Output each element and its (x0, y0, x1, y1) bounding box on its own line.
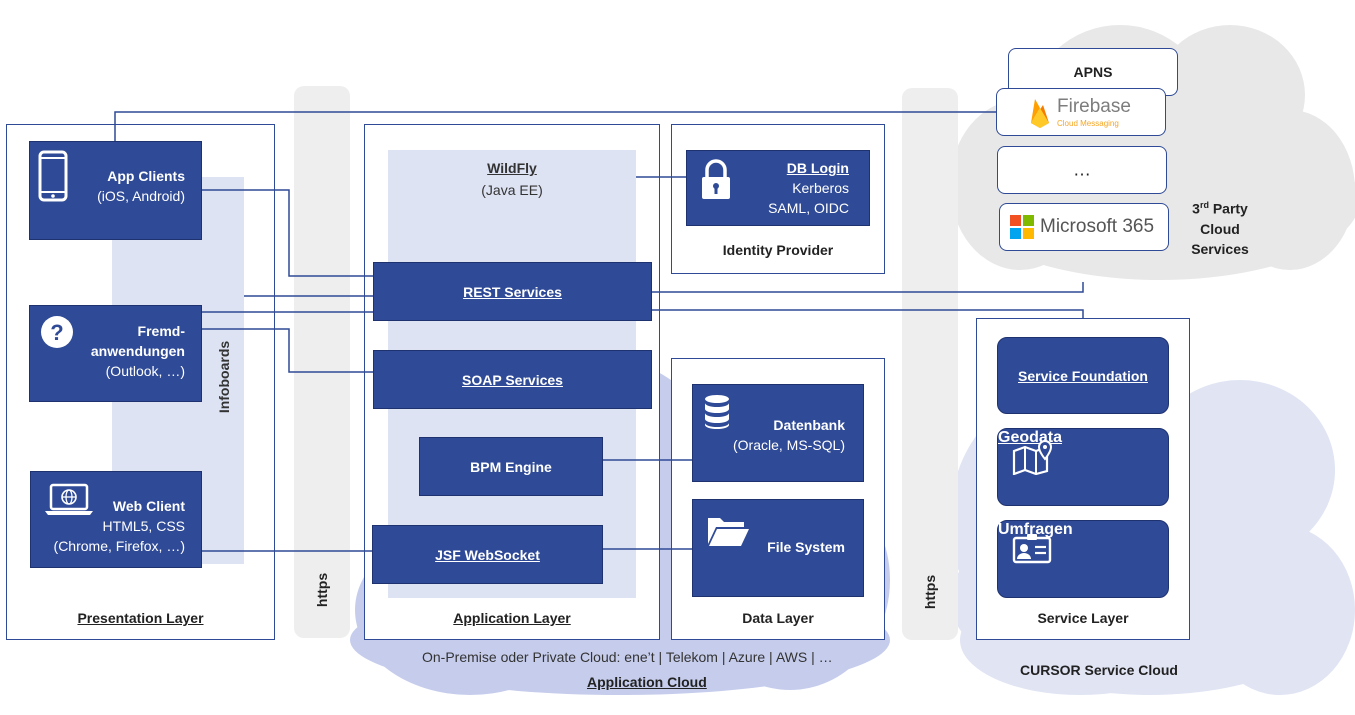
rest-services-label: REST Services (463, 283, 562, 300)
web-client-line3: (Chrome, Firefox, …) (53, 538, 185, 554)
more-services-dots: … (1073, 159, 1091, 180)
bpm-engine-box[interactable]: BPM Engine (419, 437, 603, 496)
web-client-box[interactable]: Web Client HTML5, CSS (Chrome, Firefox, … (30, 471, 202, 568)
fremd-line1: Fremd- (137, 323, 185, 339)
https-label-right: https (922, 574, 938, 610)
datenbank-box[interactable]: Datenbank (Oracle, MS-SQL) (692, 384, 864, 482)
data-layer-title: Data Layer (742, 610, 814, 626)
microsoft-365-label: Microsoft 365 (1040, 216, 1155, 237)
third-party-word: Party (1208, 200, 1248, 217)
umfragen-text: Umfragen (998, 521, 1168, 539)
https-label-left: https (314, 572, 330, 608)
datenbank-sub: (Oracle, MS-SQL) (732, 437, 845, 453)
application-cloud-title: Application Cloud (587, 674, 707, 690)
rest-services-box[interactable]: REST Services (373, 262, 652, 321)
microsoft-logo-icon (1010, 215, 1034, 239)
service-foundation-box[interactable]: Service Foundation (997, 337, 1169, 414)
app-clients-text: App Clients (iOS, Android) (97, 166, 185, 206)
firebase-label: Firebase (1057, 96, 1131, 117)
datenbank-text: Datenbank (Oracle, MS-SQL) (733, 415, 845, 455)
svg-text:?: ? (50, 320, 63, 345)
question-mark-icon: ? (41, 316, 73, 348)
datenbank-title: Datenbank (773, 417, 845, 433)
fremd-sub: (Outlook, …) (105, 363, 185, 379)
db-login-box[interactable]: DB Login Kerberos SAML, OIDC (686, 150, 870, 226)
soap-services-label: SOAP Services (462, 371, 563, 388)
app-clients-title: App Clients (107, 168, 185, 184)
fremdanwendungen-box[interactable]: ? Fremd- anwendungen (Outlook, …) (29, 305, 202, 402)
more-services-box[interactable]: … (997, 146, 1167, 194)
application-cloud-note: On-Premise oder Private Cloud: ene’t | T… (422, 649, 833, 665)
lock-icon (702, 159, 730, 199)
fremd-line2: anwendungen (90, 343, 185, 359)
https-bar-right: https (902, 88, 958, 640)
db-login-title: DB Login (786, 160, 849, 176)
map-pin-icon (1012, 439, 1053, 475)
file-system-box[interactable]: File System (692, 499, 864, 597)
jsf-websocket-box[interactable]: JSF WebSocket (372, 525, 603, 584)
identity-provider-title: Identity Provider (722, 242, 834, 258)
wildfly-title: WildFly (487, 160, 537, 176)
db-login-line2: Kerberos (792, 180, 849, 196)
service-foundation-label: Service Foundation (1018, 367, 1148, 384)
web-client-line2: HTML5, CSS (102, 518, 185, 534)
fremdanwendungen-text: Fremd- anwendungen (Outlook, …) (91, 321, 185, 381)
folder-icon (708, 518, 749, 546)
service-layer-title: Service Layer (1037, 610, 1129, 626)
third-party-services-word: Services (1191, 240, 1249, 257)
wildfly-sub: (Java EE) (481, 182, 543, 198)
umfragen-box[interactable]: Umfragen (997, 520, 1169, 598)
soap-services-box[interactable]: SOAP Services (373, 350, 652, 409)
db-login-line3: SAML, OIDC (768, 200, 849, 216)
web-client-title: Web Client (112, 498, 185, 514)
database-icon (705, 395, 729, 429)
id-card-icon (1012, 534, 1052, 564)
smartphone-icon (38, 150, 68, 202)
file-system-text: File System (767, 537, 845, 557)
db-login-text: DB Login Kerberos SAML, OIDC (768, 158, 849, 218)
app-clients-sub: (iOS, Android) (97, 188, 185, 204)
cursor-service-cloud-title: CURSOR Service Cloud (1020, 662, 1178, 678)
firebase-flame-icon (1031, 99, 1049, 128)
microsoft-365-box[interactable]: Microsoft 365 (999, 203, 1169, 251)
app-clients-box[interactable]: App Clients (iOS, Android) (29, 141, 202, 240)
web-client-text: Web Client HTML5, CSS (Chrome, Firefox, … (54, 496, 185, 556)
file-system-title: File System (767, 539, 845, 555)
laptop-globe-icon (45, 483, 93, 515)
firebase-sub: Cloud Messaging (1057, 119, 1119, 128)
apns-label: APNS (1073, 64, 1113, 80)
third-party-sup: rd (1199, 200, 1209, 210)
infoboards-label: Infoboards (216, 340, 232, 414)
third-party-num: 3 (1192, 200, 1200, 217)
application-layer-title: Application Layer (453, 610, 571, 626)
jsf-websocket-label: JSF WebSocket (435, 546, 540, 563)
firebase-box[interactable]: Firebase Cloud Messaging (996, 88, 1166, 136)
third-party-title: 3rd Party Cloud Services (1180, 195, 1260, 259)
bpm-engine-label: BPM Engine (470, 458, 552, 475)
third-party-cloud-word: Cloud (1200, 220, 1240, 237)
presentation-layer-title: Presentation Layer (77, 610, 204, 626)
geodata-box[interactable]: Geodata (997, 428, 1169, 506)
https-bar-left: https (294, 86, 350, 638)
umfragen-label: Umfragen (998, 521, 1073, 538)
